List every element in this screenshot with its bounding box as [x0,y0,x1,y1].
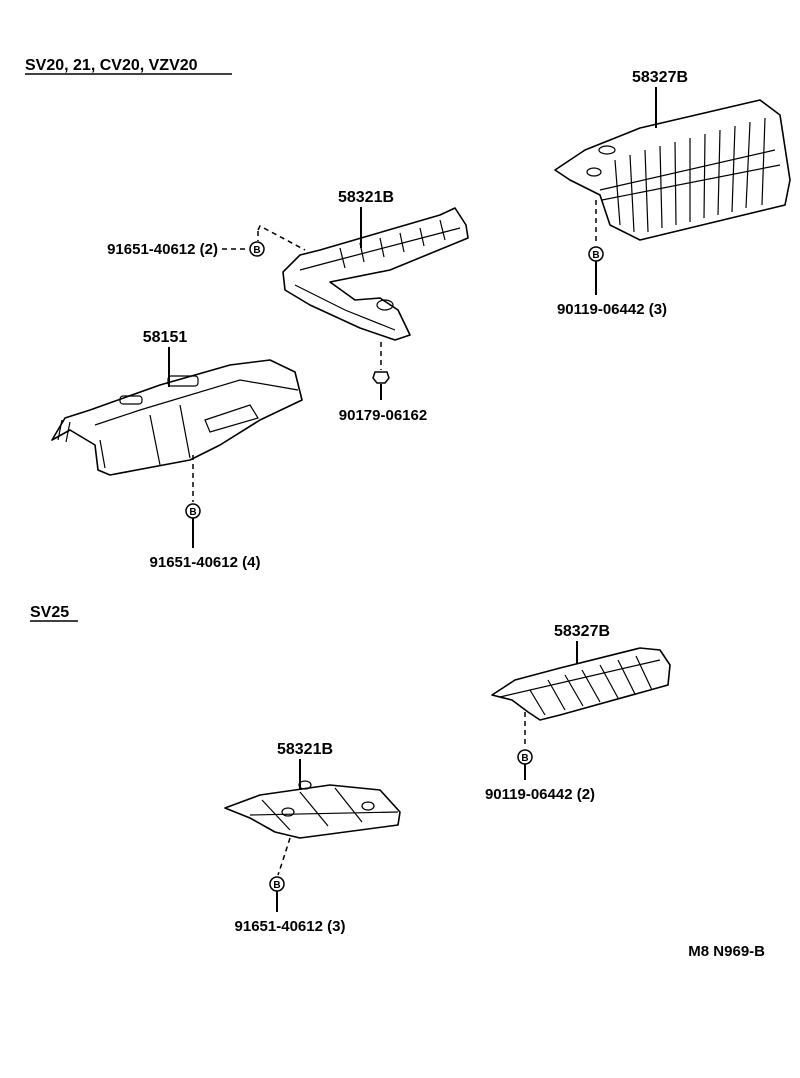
bolt-marker-b: B [185,503,201,519]
svg-text:B: B [592,250,599,261]
heat-insulator-58327b-sv25 [491,647,671,721]
bolt-marker-b: B [249,241,265,257]
svg-text:B: B [273,880,280,891]
label-58327b-sv25: 58327B [554,623,610,640]
label-90119-06442-3: 90119-06442 (3) [557,301,667,318]
svg-text:B: B [521,753,528,764]
label-58327b: 58327B [632,69,688,86]
section-title-sv20: SV20, 21, CV20, VZV20 [25,57,198,74]
label-58151: 58151 [143,329,188,346]
heat-insulator-58321b [282,207,469,341]
heat-insulator-58321b-sv25 [224,780,401,839]
label-90179-06162: 90179-06162 [339,407,427,424]
label-91651-40612-2: 91651-40612 (2) [107,241,218,258]
dashed-line [277,837,291,876]
label-58321b: 58321B [338,189,394,206]
bolt-marker-b: B [269,876,285,892]
svg-text:B: B [253,245,260,256]
figure-code: M8 N969-B [688,943,765,960]
bolt-marker-b: B [588,246,604,262]
heat-insulator-58151 [51,359,303,476]
label-91651-40612-4: 91651-40612 (4) [150,554,261,571]
label-90119-06442-2: 90119-06442 (2) [485,786,595,803]
bolt-marker-b: B [517,749,533,765]
section-title-sv25: SV25 [30,604,69,621]
label-91651-40612-3: 91651-40612 (3) [235,918,346,935]
dashed-line [257,224,306,251]
label-58321b-sv25: 58321B [277,741,333,758]
nut-icon [372,371,390,384]
svg-text:B: B [189,507,196,518]
heat-insulator-58327b [554,99,791,241]
